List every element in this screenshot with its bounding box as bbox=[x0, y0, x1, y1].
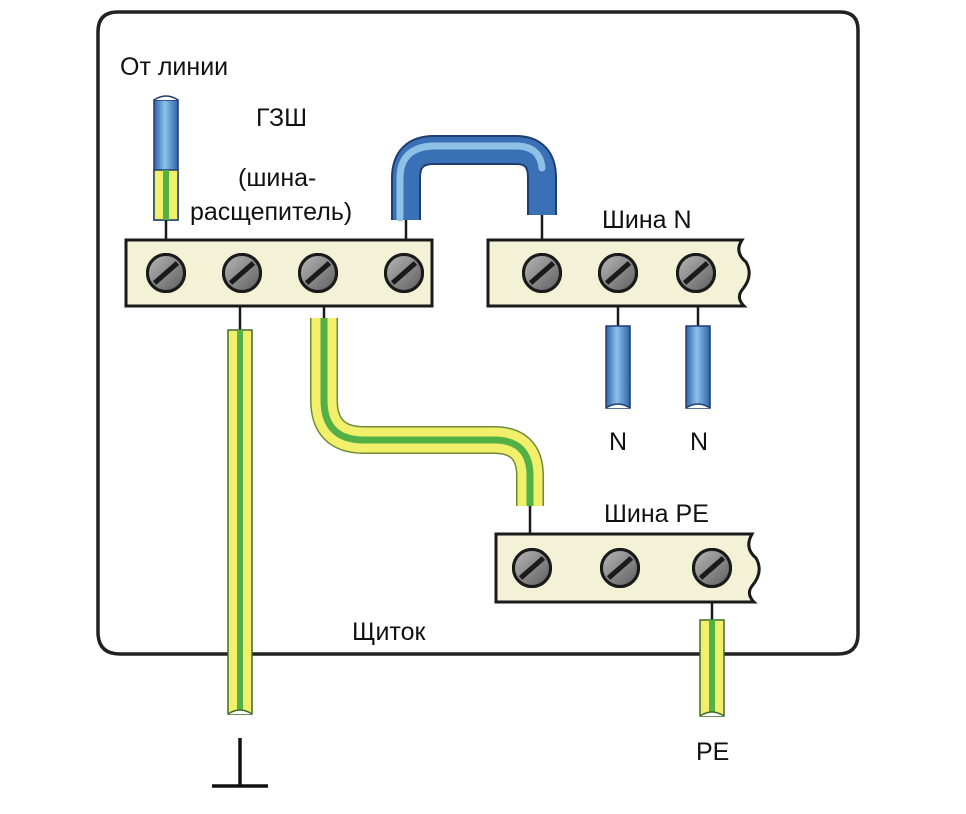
screw-icon bbox=[693, 549, 730, 586]
pe-out-wire bbox=[699, 602, 725, 717]
pe-out-label: PE bbox=[696, 738, 729, 766]
pe-link-wire bbox=[310, 306, 544, 534]
bus-pe-label: Шина PE bbox=[604, 500, 709, 528]
screw-icon bbox=[523, 254, 560, 291]
from-line-label: От линии bbox=[120, 53, 228, 81]
ground-symbol-icon bbox=[212, 738, 268, 788]
screw-icon bbox=[601, 549, 638, 586]
screw-icon bbox=[147, 254, 184, 291]
n-left-label: N bbox=[609, 428, 627, 456]
n-right-label: N bbox=[690, 428, 708, 456]
panel-outline bbox=[96, 10, 860, 656]
screw-icon bbox=[513, 549, 550, 586]
splitter-label-line1: (шина- bbox=[238, 164, 316, 192]
splitter-label-line2: расщепитель) bbox=[190, 198, 352, 226]
screw-icon bbox=[223, 254, 260, 291]
screw-icon bbox=[385, 254, 422, 291]
pe-bus-bar bbox=[494, 532, 761, 604]
gzsh-bus-bar bbox=[124, 238, 434, 308]
panel-label: Щиток bbox=[352, 618, 426, 646]
jumper-wire bbox=[391, 135, 557, 240]
screw-icon bbox=[599, 254, 636, 291]
screw-icon bbox=[677, 254, 714, 291]
bus-n-label: Шина N bbox=[602, 206, 692, 234]
n-wire-right bbox=[685, 306, 711, 409]
screw-icon bbox=[299, 254, 336, 291]
ground-wire bbox=[227, 306, 253, 715]
gzsh-label: ГЗШ bbox=[256, 104, 307, 132]
incoming-line-wire bbox=[153, 95, 179, 240]
n-bus-bar bbox=[486, 238, 751, 308]
n-wire-left bbox=[605, 306, 631, 409]
